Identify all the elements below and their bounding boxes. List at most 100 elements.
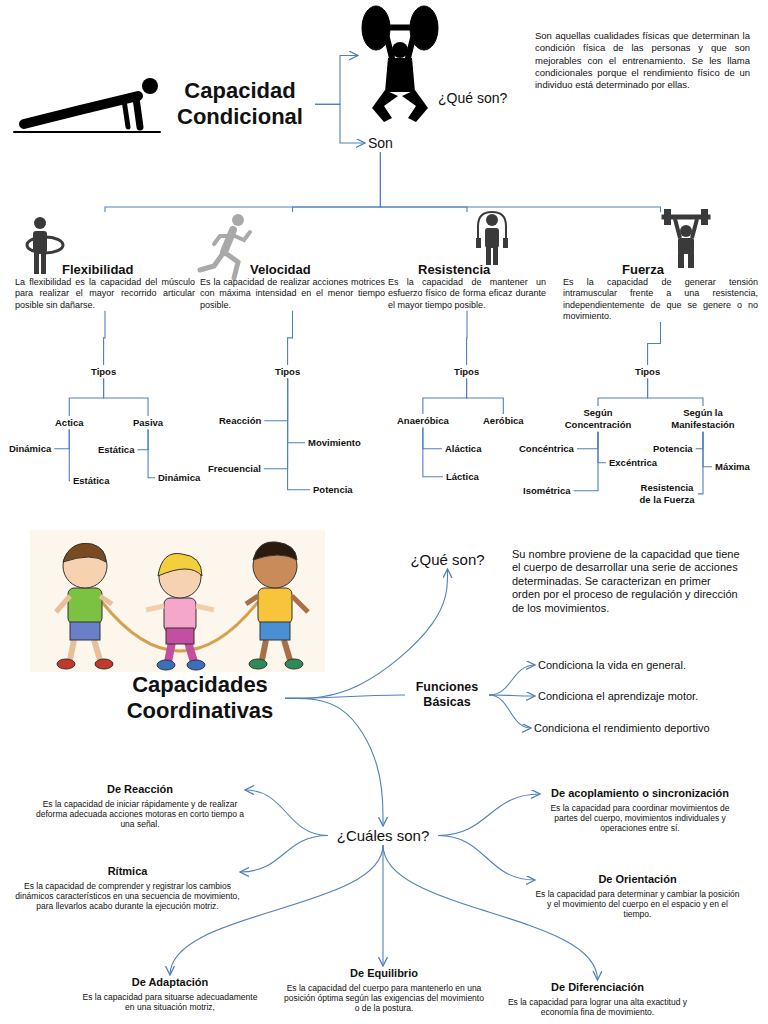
connector	[648, 322, 661, 365]
function-heading: Funciones Básicas	[405, 680, 489, 710]
weightlifter-icon-part	[664, 209, 671, 225]
type-label: Tipos	[272, 365, 303, 378]
category-node: ResistenciaEs la capacidad de mantener u…	[388, 212, 546, 311]
connector	[648, 378, 703, 406]
label-text: Tipos	[275, 366, 300, 377]
label-text: Frecuencial	[208, 463, 261, 474]
connector	[288, 378, 310, 489]
type-item: Pasiva	[130, 416, 166, 429]
label-text: Isométrica	[523, 485, 571, 496]
connector	[285, 695, 405, 698]
capacity-item: RítmicaEs la capacidad de comprender y r…	[15, 864, 240, 911]
runner-icon-part	[232, 214, 244, 226]
label-text: Tipos	[635, 366, 660, 377]
weightlifter-icon-part	[678, 238, 694, 254]
connector	[574, 432, 598, 491]
label-text: Potencia	[653, 443, 693, 454]
children-jumping-rope-part	[246, 596, 258, 604]
connector	[577, 432, 598, 449]
label-text: Son aquellas cualidades físicas que dete…	[535, 30, 750, 92]
weightlifter-silhouette-part	[385, 30, 392, 58]
label-text: De acoplamiento o sincronización	[540, 786, 740, 800]
connector	[423, 427, 442, 448]
label-text: Movimiento	[308, 437, 361, 448]
jump-rope-icon-part	[476, 238, 481, 248]
children-jumping-rope-part	[196, 606, 214, 610]
label-text: Pasiva	[133, 417, 163, 428]
connector	[489, 665, 535, 695]
connector	[288, 378, 305, 442]
flexibility-icon-part	[34, 217, 46, 229]
question-node: ¿Cuáles son?	[328, 826, 438, 845]
label-text: Condiciona el rendimiento deportivo	[534, 722, 710, 734]
connector	[285, 569, 448, 698]
plank-figure-part	[136, 98, 140, 127]
type-item: Dinámica	[6, 442, 54, 455]
label-text: De Orientación	[535, 872, 740, 886]
type-item: Isométrica	[520, 484, 574, 497]
weightlifter-icon-part	[692, 219, 697, 238]
label-text: Rítmica	[15, 864, 240, 878]
connector	[696, 432, 703, 449]
description-text: Es la capacidad de iniciar rápidamente y…	[35, 799, 245, 829]
label-text: Capacidades Coordinativas	[115, 672, 285, 725]
connector	[285, 698, 383, 826]
question-node: ¿Qué son?	[400, 550, 495, 569]
type-item: Frecuencial	[205, 462, 264, 475]
connector	[69, 429, 71, 480]
connector	[264, 378, 287, 420]
function-item: Condiciona la vida en general.	[535, 658, 689, 672]
children-jumping-rope-part	[57, 659, 75, 669]
label-text: Su nombre proviene de la capacidad que t…	[512, 548, 740, 615]
connector	[423, 378, 467, 414]
capacity-item: De DiferenciaciónEs la capacidad para lo…	[500, 980, 695, 1017]
label-text: Estática	[73, 475, 109, 486]
type-item: Potencia	[650, 442, 696, 455]
label-text: Anaeróbica	[397, 415, 449, 426]
children-jumping-rope-part	[158, 553, 202, 576]
children-jumping-rope-part	[292, 596, 308, 612]
label-text: Máxima	[715, 461, 750, 472]
children-jumping-rope-part	[146, 606, 164, 610]
definition-text: Su nombre proviene de la capacidad que t…	[512, 548, 740, 615]
weightlifter-icon-part	[688, 253, 694, 268]
plank-figure-part	[24, 96, 138, 124]
weightlifter-silhouette-part	[402, 90, 428, 122]
children-jumping-rope-part	[188, 642, 194, 662]
jump-rope-icon-part	[493, 247, 498, 265]
description-text: Es la capacidad de mantener un esfuerzo …	[388, 277, 546, 311]
flexibility-icon-part	[33, 231, 47, 253]
label-text: Son	[368, 135, 393, 151]
weightlifter-silhouette-part	[372, 90, 398, 122]
label-text: Tipos	[91, 366, 116, 377]
label-text: Capacidad Condicional	[165, 78, 315, 131]
label-text: Láctica	[446, 471, 479, 482]
label-text: Aláctica	[445, 443, 481, 454]
connector	[598, 432, 606, 463]
children-jumping-rope-part	[164, 598, 196, 632]
weightlifter-icon-part	[678, 253, 684, 268]
description-text: Es la capacidad para coordinar movimient…	[540, 803, 740, 833]
connector	[264, 378, 288, 468]
label-text: Aeróbica	[483, 415, 524, 426]
label-text: ¿Qué son?	[403, 551, 492, 568]
connector	[293, 152, 381, 212]
type-item: Anaeróbica	[394, 414, 452, 427]
description-text: Es la capacidad para lograr una alta exa…	[500, 997, 695, 1017]
connector	[69, 378, 103, 416]
category-node: VelocidadEs la capacidad de realizar acc…	[200, 212, 385, 311]
type-item: Reacción	[216, 414, 264, 427]
jump-rope-icon-part	[486, 214, 498, 226]
weightlifter-silhouette-part	[392, 42, 408, 58]
plank-figure-part	[142, 78, 158, 94]
type-item: Movimiento	[305, 436, 364, 449]
connector	[54, 429, 69, 448]
capacity-item: De ReacciónEs la capacidad de iniciar rá…	[35, 782, 245, 829]
label-text: Potencia	[313, 484, 353, 495]
label-text: Según Concentración	[562, 407, 634, 431]
children-jumping-rope-part	[260, 622, 290, 640]
label-text: Fuerza	[563, 262, 758, 277]
connector	[438, 836, 535, 881]
label-text: ¿Cuáles son?	[331, 827, 435, 844]
label-text: ¿Qué son?	[358, 5, 518, 106]
